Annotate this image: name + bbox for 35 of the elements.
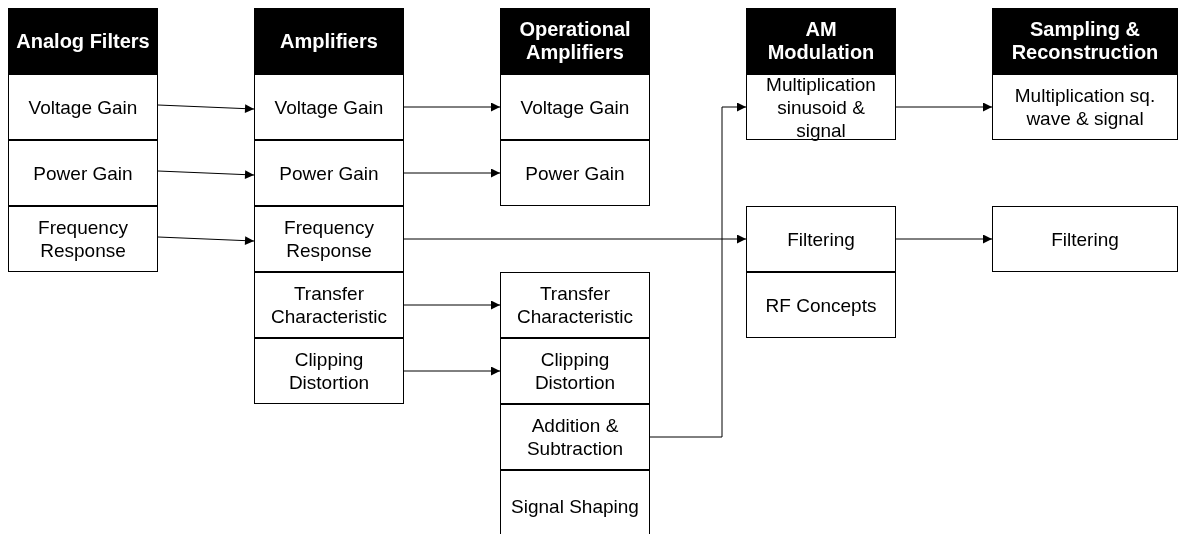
topic-box: Addition & Subtraction — [500, 404, 650, 470]
topic-box: Frequency Response — [8, 206, 158, 272]
topic-box: Frequency Response — [254, 206, 404, 272]
column-header: AM Modulation — [746, 8, 896, 74]
column-header: Amplifiers — [254, 8, 404, 74]
topic-box: Clipping Distortion — [254, 338, 404, 404]
arrow — [895, 234, 993, 244]
topic-box: Transfer Characteristic — [254, 272, 404, 338]
arrow — [157, 236, 255, 246]
topic-box: Filtering — [992, 206, 1178, 272]
topic-box: Power Gain — [500, 140, 650, 206]
arrow — [403, 234, 747, 244]
topic-box: Voltage Gain — [500, 74, 650, 140]
topic-box: Transfer Characteristic — [500, 272, 650, 338]
arrow — [403, 300, 501, 310]
topic-box: Multiplication sinusoid & signal — [746, 74, 896, 140]
column-header: Sampling & Reconstruction — [992, 8, 1178, 74]
arrow — [157, 170, 255, 180]
arrow — [157, 104, 255, 114]
arrow — [895, 102, 993, 112]
topic-box: Clipping Distortion — [500, 338, 650, 404]
arrow — [649, 102, 747, 438]
arrow — [403, 102, 501, 112]
topic-box: RF Concepts — [746, 272, 896, 338]
arrow — [403, 366, 501, 376]
topic-box: Voltage Gain — [254, 74, 404, 140]
topic-box: Signal Shaping — [500, 470, 650, 534]
topic-box: Filtering — [746, 206, 896, 272]
topic-box: Multiplication sq. wave & signal — [992, 74, 1178, 140]
topic-box: Power Gain — [254, 140, 404, 206]
column-header: Operational Amplifiers — [500, 8, 650, 74]
arrow — [403, 168, 501, 178]
topic-box: Power Gain — [8, 140, 158, 206]
topic-box: Voltage Gain — [8, 74, 158, 140]
column-header: Analog Filters — [8, 8, 158, 74]
